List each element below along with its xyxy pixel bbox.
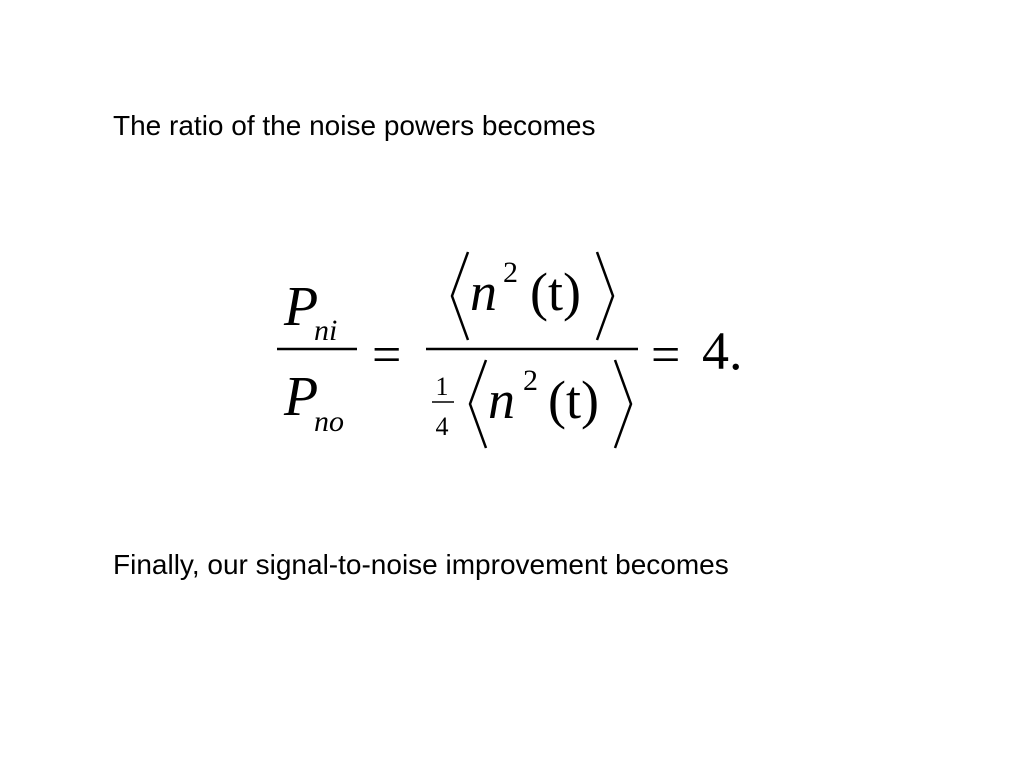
lhs-numerator-subscript: ni xyxy=(314,314,337,347)
numerator-argument: (t) xyxy=(530,262,581,322)
denominator-left-angle-bracket xyxy=(468,359,488,449)
equals-sign-first: = xyxy=(372,327,401,384)
equation-result: 4. xyxy=(702,321,743,381)
numerator-variable: n xyxy=(470,262,497,322)
denominator-exponent: 2 xyxy=(523,364,538,397)
equals-sign-second: = xyxy=(651,327,680,384)
denominator-variable: n xyxy=(488,370,515,430)
numerator-right-angle-bracket xyxy=(595,251,615,341)
coefficient-numerator: 1 xyxy=(436,372,449,401)
coefficient-denominator: 4 xyxy=(436,412,449,441)
intro-text: The ratio of the noise powers becomes xyxy=(113,110,596,141)
lhs-denominator-symbol: P xyxy=(283,366,318,428)
denominator-right-angle-bracket xyxy=(613,359,633,449)
numerator-left-angle-bracket xyxy=(450,251,470,341)
lhs-denominator-subscript: no xyxy=(314,405,344,438)
conclusion-text: Finally, our signal-to-noise improvement… xyxy=(113,549,729,580)
denominator-argument: (t) xyxy=(548,370,599,430)
lhs-numerator-symbol: P xyxy=(283,276,318,338)
numerator-exponent: 2 xyxy=(503,256,518,289)
